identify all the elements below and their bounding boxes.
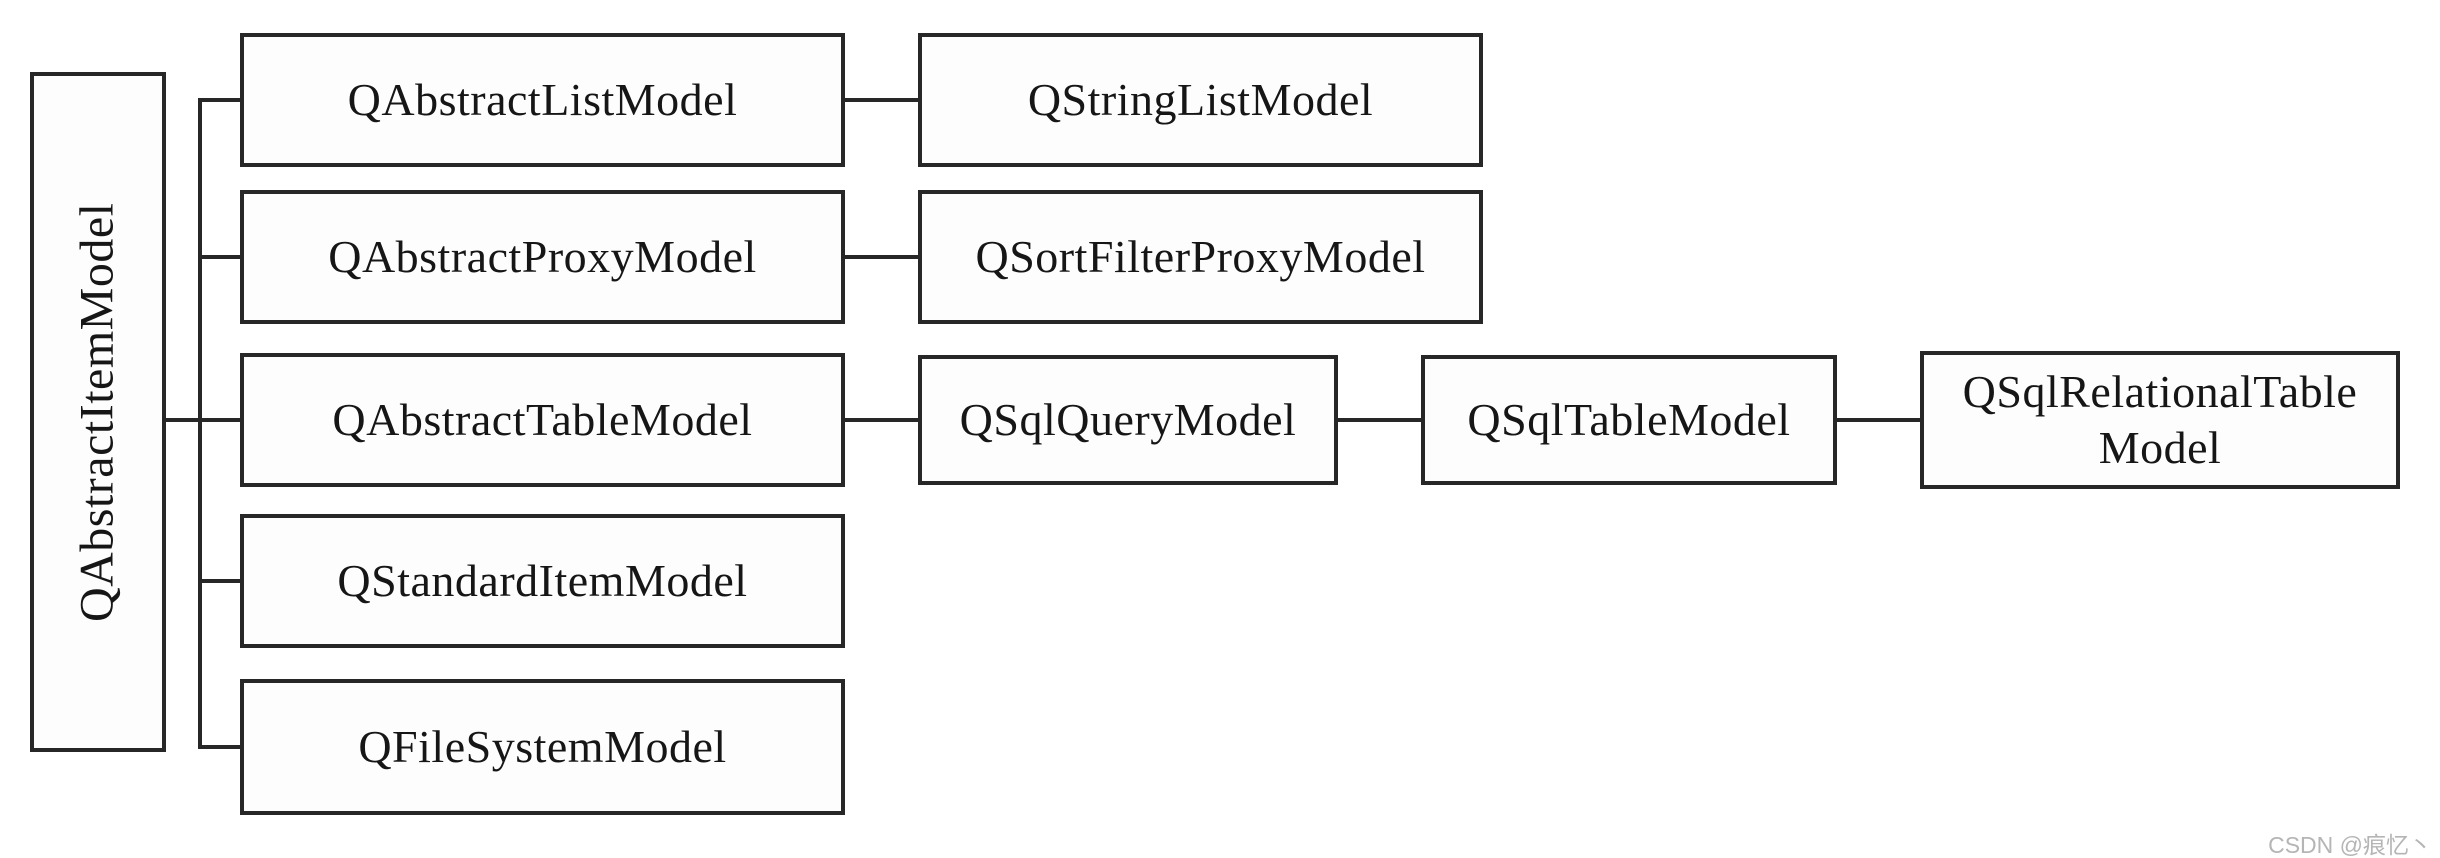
node-label: QSqlQueryModel: [959, 393, 1297, 445]
node-qabstractproxymodel: QAbstractProxyModel: [240, 190, 845, 324]
node-label: QSqlRelationalTable Model: [1962, 365, 2358, 473]
node-qfilesystemmodel: QFileSystemModel: [240, 679, 845, 815]
connector-proxy-to-sortfilter: [843, 255, 920, 259]
connector-sqlquery-to-sqltable: [1336, 418, 1423, 422]
connector-trunk: [198, 98, 202, 749]
connector-stub-row5: [198, 745, 240, 749]
node-label: QStandardItemModel: [337, 554, 748, 606]
node-label: QSqlTableModel: [1467, 393, 1791, 445]
connector-table-to-sqlquery: [843, 418, 920, 422]
connector-list-to-stringlist: [843, 98, 920, 102]
connector-stub-row1: [198, 98, 240, 102]
node-qabstracttablemodel: QAbstractTableModel: [240, 353, 845, 487]
connector-stub-row2: [198, 255, 240, 259]
node-label: QAbstractItemModel: [70, 202, 124, 622]
connector-root-to-row3: [162, 418, 240, 422]
node-label: QAbstractProxyModel: [328, 230, 757, 282]
node-qabstractlistmodel: QAbstractListModel: [240, 33, 845, 167]
connector-stub-row4: [198, 579, 240, 583]
node-qstandarditemmodel: QStandardItemModel: [240, 514, 845, 648]
node-label: QAbstractTableModel: [332, 393, 753, 445]
node-qsortfilterproxymodel: QSortFilterProxyModel: [918, 190, 1483, 324]
node-qsqlrelationaltablemodel: QSqlRelationalTable Model: [1920, 351, 2400, 489]
node-qsqlquerymodel: QSqlQueryModel: [918, 355, 1338, 485]
node-label: QAbstractListModel: [347, 73, 738, 125]
node-label: QSortFilterProxyModel: [975, 230, 1426, 282]
connector-sqltable-to-sqlrelational: [1835, 418, 1922, 422]
node-label: QStringListModel: [1027, 73, 1374, 125]
node-qsqltablemodel: QSqlTableModel: [1421, 355, 1837, 485]
node-label: QFileSystemModel: [358, 720, 727, 772]
node-qstringlistmodel: QStringListModel: [918, 33, 1483, 167]
node-qabstractitemmodel: QAbstractItemModel: [30, 72, 166, 752]
csdn-watermark: CSDN @痕忆丶: [2268, 832, 2432, 858]
